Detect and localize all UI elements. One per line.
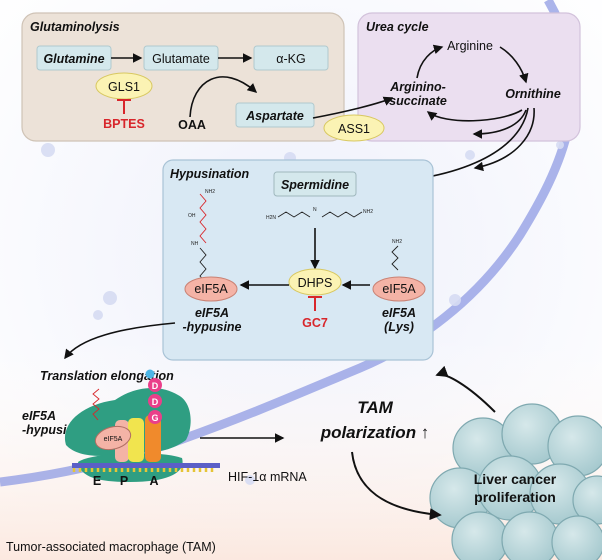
mrna-strand [72, 463, 220, 472]
mrna-label: HIF-1α mRNA [228, 470, 307, 484]
eif5a-translation-caption-1: eIF5A [22, 409, 56, 423]
aa-d2 [148, 394, 162, 408]
arginine-label: Arginine [447, 39, 493, 53]
aa-d1-label: D [152, 381, 159, 391]
arrow-arginine-ornithine [499, 46, 529, 84]
macrophage-label: Tumor-associated macrophage (TAM) [6, 540, 216, 554]
urea-cycle-panel [357, 12, 581, 142]
glutamine-label: Glutamine [43, 52, 104, 66]
svg-text:NH2: NH2 [392, 239, 402, 245]
eif5a-lys-molecule-label: eIF5A [382, 282, 416, 296]
trna-a [145, 415, 161, 462]
svg-text:NH: NH [191, 241, 199, 247]
aa-g-label: G [151, 413, 158, 423]
eif5a-lys-molecule [372, 276, 426, 302]
aspartate-label: Aspartate [245, 109, 304, 123]
hypusination-panel [162, 159, 434, 361]
gls1-label: GLS1 [108, 80, 140, 94]
spermidine-box [273, 171, 357, 197]
site-e-label: E [93, 474, 101, 488]
argininosuccinate-label-1: Arginino- [389, 80, 446, 94]
aa-cap [145, 369, 155, 379]
svg-text:N: N [313, 207, 317, 213]
trna-p [128, 418, 144, 462]
spermidine-structure: H2N N NH2 [266, 207, 373, 221]
arrow-glutamate-aspartate [189, 76, 258, 118]
ass1-enzyme [323, 114, 385, 142]
arrow-ornithine-argsucc [426, 109, 523, 122]
svg-text:H2N: H2N [266, 215, 276, 221]
arrow-ornithine-in [472, 109, 527, 139]
liver-cancer-label-2: proliferation [474, 489, 556, 505]
akg-label: α-KG [276, 52, 305, 66]
eif5a-hypusine-caption-2: -hypusine [182, 320, 241, 334]
akg-box [253, 45, 329, 71]
gc7-label: GC7 [302, 316, 328, 330]
eif5a-lys-caption-2: (Lys) [384, 320, 414, 334]
oaa-label: OAA [178, 118, 206, 132]
tam-label-2: polarization ↑ [320, 423, 430, 442]
arrow-aspartate-argsucc [312, 96, 394, 119]
svg-text:OH: OH [188, 213, 196, 219]
svg-text:NH2: NH2 [363, 209, 373, 215]
aspartate-box [235, 102, 315, 128]
spermidine-label: Spermidine [281, 178, 349, 192]
eif5a-hypusine-molecule [184, 276, 238, 302]
ass1-label: ASS1 [338, 122, 370, 136]
eif5a-hypusine-caption-1: eIF5A [195, 306, 229, 320]
bptes-label: BPTES [103, 117, 145, 131]
lysine-structure: NH2 [391, 239, 402, 271]
liver-cancer-label-1: Liver cancer [474, 471, 557, 487]
arrow-hypusine-translation [64, 322, 176, 360]
ribosome-eif5a [94, 425, 132, 451]
arrow-liver-tam [435, 365, 496, 413]
dhps-label: DHPS [298, 276, 333, 290]
arrow-ornithine-down [473, 107, 535, 172]
aa-d2-label: D [152, 397, 159, 407]
translation-title: Translation elongation [40, 369, 174, 383]
eif5a-hypusine-molecule-label: eIF5A [194, 282, 228, 296]
glutamate-label: Glutamate [152, 52, 210, 66]
dhps-enzyme [288, 268, 342, 296]
liver-cancer-cells [429, 403, 602, 560]
tam-label-1: TAM [357, 398, 393, 417]
urea-cycle-title: Urea cycle [366, 20, 429, 34]
glutaminolysis-title: Glutaminolysis [30, 20, 120, 34]
hypusination-title: Hypusination [170, 167, 250, 181]
hypusine-squiggle [92, 388, 100, 421]
eif5a-lys-caption-1: eIF5A [382, 306, 416, 320]
svg-text:NH2: NH2 [205, 189, 215, 195]
argininosuccinate-label-2: succinate [389, 94, 447, 108]
ribosome-eif5a-label: eIF5A [104, 436, 123, 443]
ornithine-label: Ornithine [505, 87, 561, 101]
site-p-label: P [120, 474, 128, 488]
aa-g [148, 410, 162, 424]
arrow-tam-liver [351, 451, 442, 521]
aa-d1 [148, 378, 162, 392]
arrow-argsucc-arginine [416, 44, 444, 79]
site-a-label: A [149, 474, 158, 488]
